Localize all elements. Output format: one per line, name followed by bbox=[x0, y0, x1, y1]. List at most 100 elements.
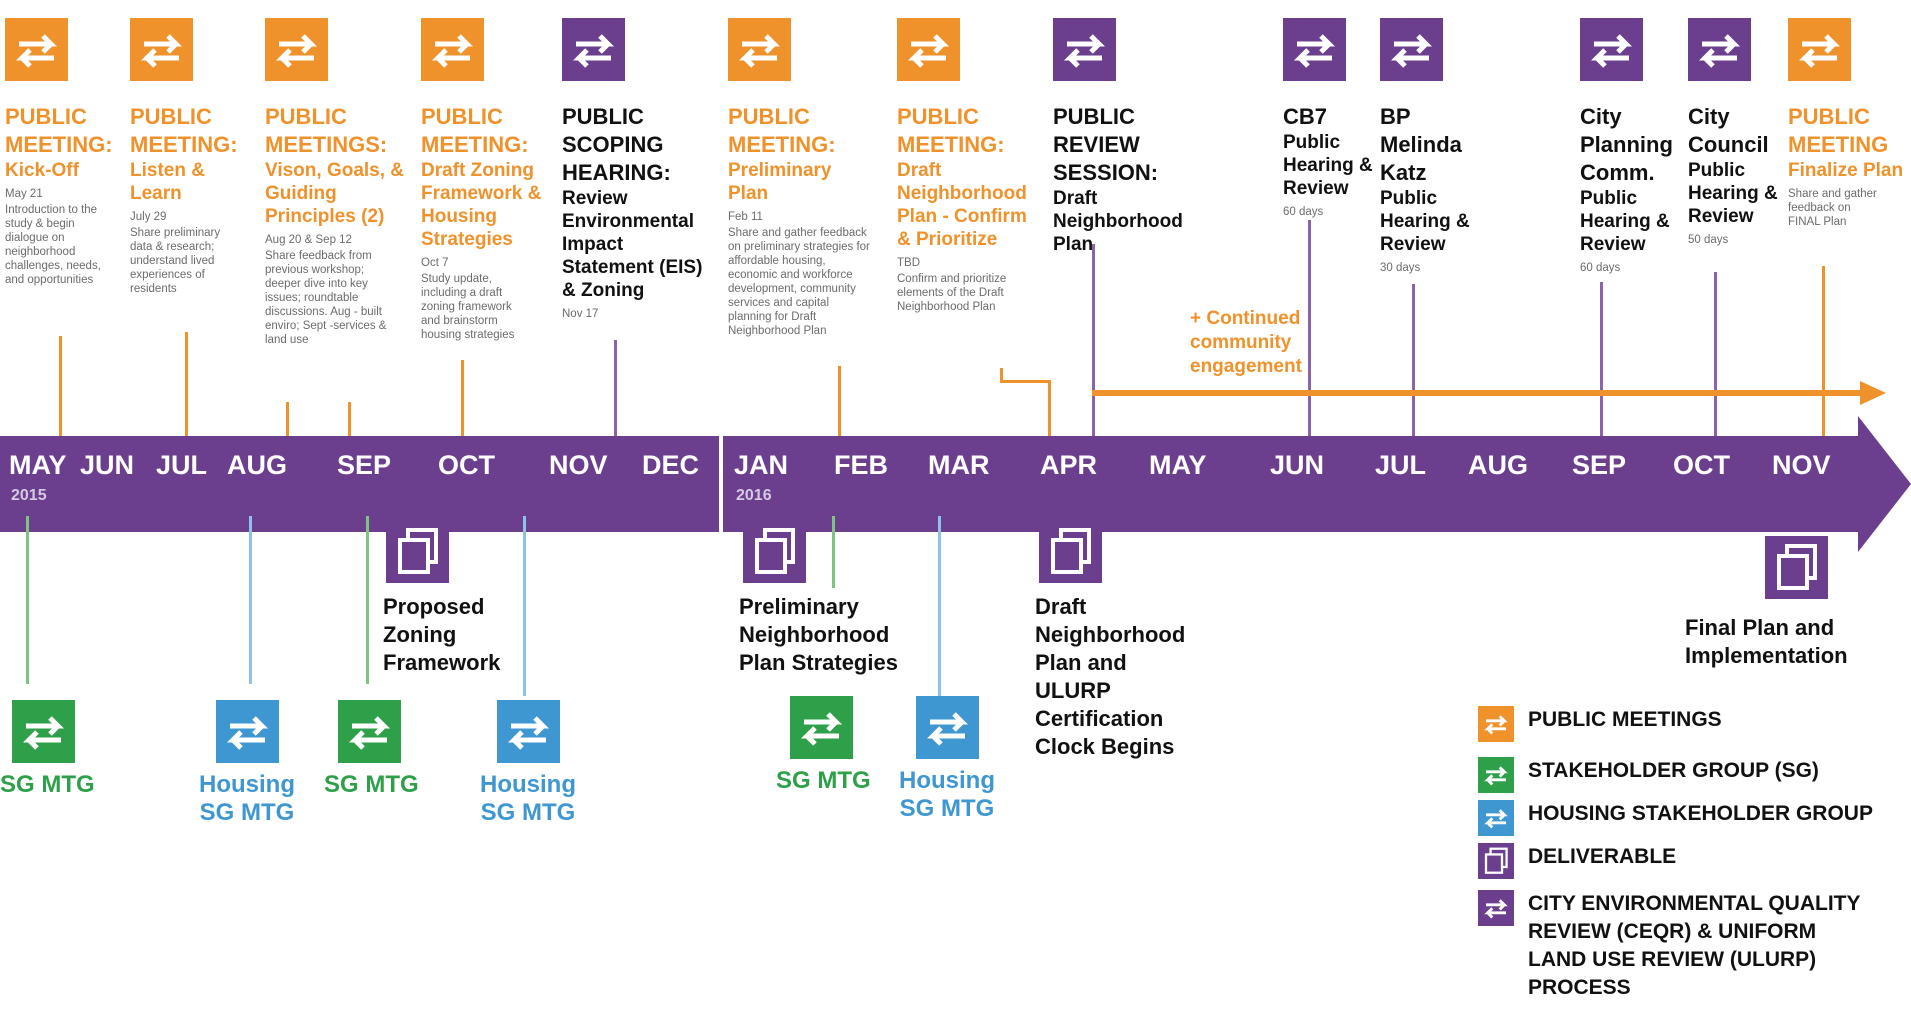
month-label: JUN bbox=[80, 450, 135, 480]
event-title: PUBLIC MEETING bbox=[1788, 104, 1889, 157]
event-title: PUBLIC MEETING: bbox=[897, 104, 1005, 157]
deliverable-label: Preliminary Neighborhood Plan Strategies bbox=[739, 594, 898, 675]
event-sub: Draft Neighborhood Plan bbox=[1053, 188, 1183, 255]
public-meeting-icon bbox=[897, 18, 960, 81]
meeting-label: Housing SG MTG bbox=[480, 771, 576, 826]
public-meeting-icon bbox=[728, 18, 791, 81]
sg-meeting: SG MTG bbox=[776, 696, 871, 795]
deliverable-draft-plan-ulurp: Draft Neighborhood Plan and ULURP Certif… bbox=[1035, 520, 1205, 761]
event-vision-goals: PUBLIC MEETINGS: Vison, Goals, & Guiding… bbox=[265, 18, 415, 347]
event-sub: Vison, Goals, & Guiding Principles (2) bbox=[265, 160, 405, 227]
connector-line bbox=[1048, 380, 1051, 436]
public-meeting-icon bbox=[1478, 706, 1514, 742]
arrow-head-icon bbox=[1860, 381, 1886, 405]
month-label: JUN bbox=[1270, 450, 1325, 480]
event-title: PUBLIC MEETING: bbox=[5, 104, 113, 157]
event-draft-plan-confirm: PUBLIC MEETING: Draft Neighborhood Plan … bbox=[897, 18, 1037, 314]
year-label: 2016 bbox=[736, 487, 772, 504]
legend-item-deliverable: DELIVERABLE bbox=[1478, 843, 1676, 879]
event-sub: Draft Neighborhood Plan - Confirm & Prio… bbox=[897, 160, 1027, 250]
event-date: TBD bbox=[897, 257, 920, 269]
event-title: CB7 bbox=[1283, 104, 1328, 129]
event-kickoff: PUBLIC MEETING: Kick-Off May 21 Introduc… bbox=[5, 18, 125, 287]
housing-stakeholder-icon bbox=[496, 700, 560, 763]
connector-line bbox=[1092, 244, 1095, 436]
event-title: PUBLIC SCOPING HEARING: bbox=[562, 104, 671, 185]
meeting-label: Housing SG MTG bbox=[899, 767, 995, 822]
legend-label: STAKEHOLDER GROUP (SG) bbox=[1528, 759, 1819, 782]
connector-line bbox=[1714, 272, 1717, 436]
housing-stakeholder-icon bbox=[1478, 800, 1514, 836]
deliverable-final-plan bbox=[1765, 536, 1828, 599]
connector-line bbox=[938, 516, 941, 696]
event-sub: Public Hearing & Review bbox=[1688, 160, 1778, 227]
event-desc: Share preliminary data & research; under… bbox=[130, 227, 221, 295]
month-label: FEB bbox=[834, 450, 888, 480]
event-title: City Council bbox=[1688, 104, 1769, 157]
connector-line bbox=[832, 516, 835, 588]
connector-line bbox=[523, 516, 526, 696]
stakeholder-group-icon bbox=[1478, 757, 1514, 793]
event-date: Oct 7 bbox=[421, 257, 449, 269]
event-date: Nov 17 bbox=[562, 308, 599, 320]
stakeholder-group-icon bbox=[338, 700, 401, 763]
event-desc: Share and gather feedback on FINAL Plan bbox=[1788, 188, 1877, 228]
year-label: 2015 bbox=[11, 487, 47, 504]
deliverable-icon bbox=[1765, 536, 1828, 599]
event-sub: Listen & Learn bbox=[130, 160, 205, 204]
event-title: PUBLIC REVIEW SESSION: bbox=[1053, 104, 1159, 185]
ceqr-ulurp-icon bbox=[562, 18, 625, 81]
connector-line bbox=[1000, 380, 1050, 383]
meeting-label: SG MTG bbox=[324, 771, 419, 798]
month-label: JUL bbox=[1375, 450, 1427, 480]
connector-line bbox=[26, 516, 29, 684]
connector-line bbox=[59, 336, 62, 436]
event-date: 30 days bbox=[1380, 262, 1421, 274]
event-cb7: CB7 Public Hearing & Review 60 days bbox=[1283, 18, 1378, 219]
connector-line bbox=[614, 340, 617, 436]
month-label: AUG bbox=[227, 450, 287, 480]
connector-line bbox=[1600, 282, 1603, 436]
month-label: OCT bbox=[438, 450, 495, 480]
legend-item-ceqr-ulurp: CITY ENVIRONMENTAL QUALITY REVIEW (CEQR)… bbox=[1478, 890, 1868, 1002]
event-date: July 29 bbox=[130, 211, 167, 223]
housing-sg-meeting: Housing SG MTG bbox=[899, 696, 995, 823]
ceqr-ulurp-icon bbox=[1580, 18, 1643, 81]
ceqr-ulurp-icon bbox=[1688, 18, 1751, 81]
month-label: DEC bbox=[642, 450, 700, 480]
public-meeting-icon bbox=[130, 18, 193, 81]
event-draft-zoning: PUBLIC MEETING: Draft Zoning Framework &… bbox=[421, 18, 551, 342]
event-bp-katz: BP Melinda Katz Public Hearing & Review … bbox=[1380, 18, 1480, 275]
event-sub: Kick-Off bbox=[5, 160, 79, 181]
connector-line bbox=[249, 516, 252, 684]
connector-line bbox=[286, 402, 289, 436]
event-sub: Public Hearing & Review bbox=[1580, 188, 1670, 255]
event-title: City Planning Comm. bbox=[1580, 104, 1673, 185]
event-date: Aug 20 & Sep 12 bbox=[265, 234, 352, 246]
deliverable-label: Final Plan and Implementation bbox=[1685, 615, 1848, 668]
meeting-label: SG MTG bbox=[0, 771, 95, 798]
event-date: May 21 bbox=[5, 188, 43, 200]
event-title: PUBLIC MEETING: bbox=[421, 104, 529, 157]
deliverable-icon bbox=[1039, 520, 1102, 583]
event-sub: Preliminary Plan bbox=[728, 160, 832, 204]
event-preliminary-plan: PUBLIC MEETING: Preliminary Plan Feb 11 … bbox=[728, 18, 873, 338]
event-title: PUBLIC MEETING: bbox=[130, 104, 238, 157]
month-label: JAN bbox=[734, 450, 789, 480]
connector-line bbox=[1412, 284, 1415, 436]
deliverable-icon bbox=[386, 520, 449, 583]
public-meeting-icon bbox=[5, 18, 68, 81]
event-desc: Study update, including a draft zoning f… bbox=[421, 273, 515, 341]
housing-stakeholder-icon bbox=[915, 696, 979, 759]
event-title: PUBLIC MEETINGS: bbox=[265, 104, 388, 157]
timeline-band bbox=[0, 436, 1860, 532]
month-label: NOV bbox=[549, 450, 608, 480]
deliverable-label: Proposed Zoning Framework bbox=[383, 594, 501, 675]
meeting-label: SG MTG bbox=[776, 767, 871, 794]
connector-line bbox=[1000, 368, 1003, 382]
year-divider bbox=[719, 436, 723, 532]
deliverable-icon bbox=[743, 520, 806, 583]
event-sub: Draft Zoning Framework & Housing Strateg… bbox=[421, 160, 542, 250]
month-label: MAY bbox=[1149, 450, 1207, 480]
event-scoping-hearing: PUBLIC SCOPING HEARING: Review Environme… bbox=[562, 18, 712, 321]
